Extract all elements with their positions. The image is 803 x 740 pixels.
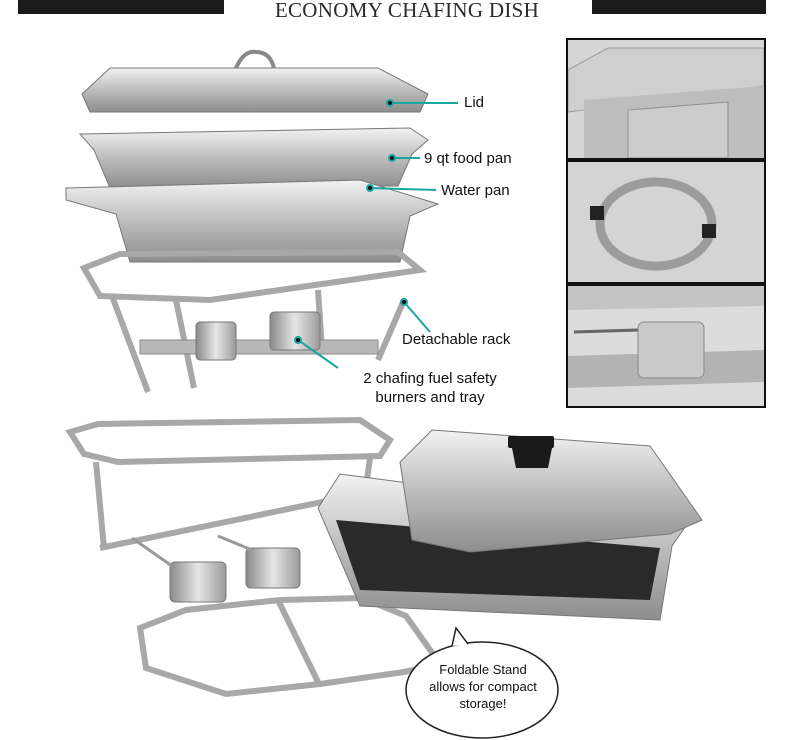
leader-lines <box>294 99 458 369</box>
lid-corner-detail <box>568 40 764 158</box>
folding-base-illustration <box>136 594 446 698</box>
stacked-pans-illustration <box>317 429 703 621</box>
detail-panel-burner <box>566 284 766 408</box>
detail-panel-lid-corner <box>566 38 766 160</box>
label-water-pan: Water pan <box>441 182 510 199</box>
burners-illustration <box>139 311 379 361</box>
detail-panel-lid-handle <box>566 160 766 284</box>
lid-illustration <box>81 49 429 113</box>
callout-line1: Foldable Stand <box>439 661 527 677</box>
lid-handle-detail <box>568 162 764 282</box>
label-burners-line2: burners and tray <box>375 389 485 406</box>
food-pan-illustration <box>78 127 429 189</box>
banner-bar-right <box>592 0 766 14</box>
burner-detail <box>568 286 764 406</box>
label-burners: 2 chafing fuel safety burners and tray <box>340 369 520 407</box>
foldable-callout: Foldable Stand allows for compact storag… <box>410 641 556 731</box>
folded-burners-illustration <box>131 534 301 603</box>
label-lid: Lid <box>464 94 485 111</box>
page-title: ECONOMY CHAFING DISH <box>274 0 540 22</box>
rack-illustration <box>79 248 428 394</box>
callout-bubble-shape <box>405 626 559 739</box>
callout-line3: storage! <box>459 695 507 711</box>
label-food-pan: 9 qt food pan <box>424 150 512 167</box>
label-burners-line1: 2 chafing fuel safety <box>363 370 497 387</box>
banner-bar-left <box>18 0 224 14</box>
label-rack: Detachable rack <box>402 331 511 348</box>
callout-line2: allows for compact <box>429 678 537 694</box>
